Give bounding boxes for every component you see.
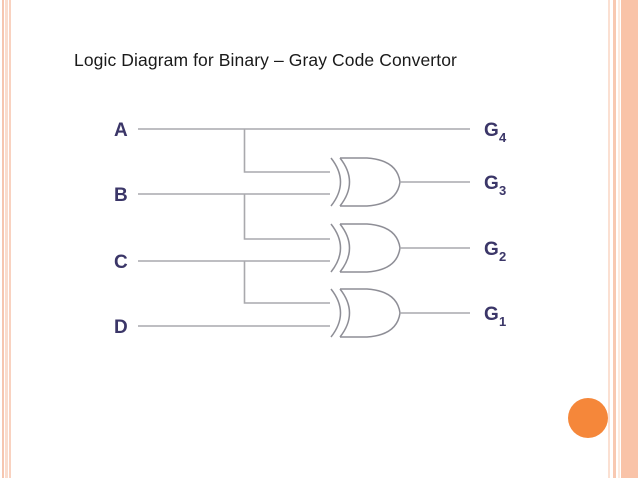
left-border-stripe-2: [5, 0, 8, 478]
left-border-stripe-1: [2, 0, 4, 478]
xor-gate-1: [330, 157, 401, 207]
xor-gate-1-inner-arc: [339, 157, 351, 207]
xor-gate-1-outer-arc: [330, 157, 342, 207]
right-border-stripe-2: [613, 0, 616, 478]
output-label-g4-sub: 4: [499, 130, 507, 145]
output-label-g1: G 1: [484, 304, 506, 329]
output-label-g2-base: G: [484, 239, 499, 260]
slide-title: Logic Diagram for Binary – Gray Code Con…: [74, 50, 457, 70]
output-label-g1-base: G: [484, 304, 499, 325]
tap-c-to-xor3: [243, 261, 330, 304]
output-label-g4-base: G: [484, 120, 499, 141]
right-border-stripe-1: [608, 0, 610, 478]
output-label-g2-sub: 2: [499, 249, 506, 264]
output-label-g1-sub: 1: [499, 314, 506, 329]
accent-dot: [568, 398, 608, 438]
input-label-d: D: [114, 317, 128, 338]
right-border-stripe-4: [621, 0, 638, 478]
tap-b-to-xor2: [243, 194, 330, 240]
xor-gate-2-inner-arc: [339, 223, 351, 273]
input-label-b: B: [114, 185, 128, 206]
right-border-stripe-3: [618, 0, 620, 478]
output-label-g4: G 4: [484, 120, 507, 145]
xor-gate-3: [330, 288, 401, 338]
xor-gate-2: [330, 223, 401, 273]
output-label-g2: G 2: [484, 239, 506, 264]
xor-gate-3-inner-arc: [339, 288, 351, 338]
input-label-c: C: [114, 252, 128, 273]
output-label-g3-base: G: [484, 173, 499, 194]
input-label-a: A: [114, 120, 128, 141]
output-label-g3-sub: 3: [499, 183, 506, 198]
xor-gate-3-outer-arc: [330, 288, 342, 338]
xor-gate-2-outer-arc: [330, 223, 342, 273]
left-border-stripe-3: [9, 0, 11, 478]
output-label-g3: G 3: [484, 173, 506, 198]
tap-a-to-xor1: [243, 129, 330, 173]
